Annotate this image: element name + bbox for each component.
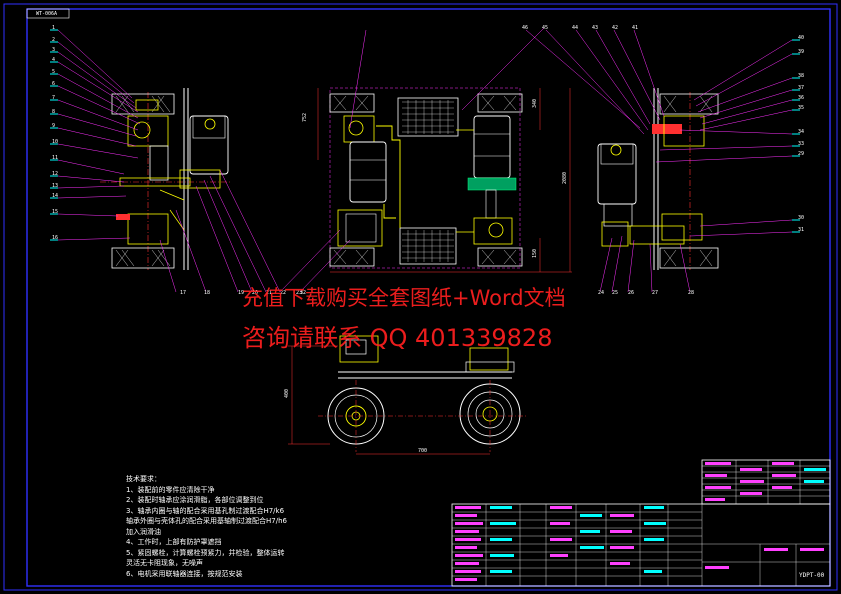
dim-top-height: 752 (302, 113, 308, 122)
balloon-number: 28 (688, 290, 694, 296)
center-plan-view (279, 27, 572, 293)
dim-bottom-width: 700 (418, 448, 427, 454)
balloon-number: 12 (52, 171, 58, 177)
balloon-number: 16 (52, 235, 58, 241)
requirement-item: 加入润滑油 (126, 527, 161, 536)
balloon-number: 29 (798, 151, 804, 157)
requirement-item: 3、轴承内圈与轴的配合采用基孔制过渡配合H7/k6 (126, 506, 285, 515)
balloon-number: 23 (296, 290, 302, 296)
technical-requirements: 技术要求： 1、装配前的零件应清除干净 2、装配时轴承应涂润滑脂，各部位调整到位… (126, 474, 287, 579)
balloon-number: 31 (798, 227, 804, 233)
balloon-number: 41 (632, 25, 638, 31)
balloon-number: 6 (52, 81, 55, 87)
balloon-number: 3 (52, 47, 55, 53)
drawing-code: YDPT-00 (799, 572, 825, 579)
balloon-number: 40 (798, 35, 804, 41)
requirement-item: 轴承外圈与壳体孔的配合采用基轴制过渡配合H7/h6 (126, 517, 287, 525)
requirement-item: 6、电机采用联轴器连接，按规范安装 (126, 569, 243, 578)
balloon-number: 9 (52, 123, 55, 129)
balloon-number: 17 (180, 290, 186, 296)
balloon-number: 32 (300, 290, 306, 296)
balloon-markers (50, 29, 800, 241)
balloon-number: 43 (592, 25, 598, 31)
balloon-number: 37 (798, 85, 804, 91)
balloon-number: 4 (52, 57, 55, 63)
balloon-number: 13 (52, 183, 58, 189)
balloon-number: 27 (652, 290, 658, 296)
balloon-number: 45 (542, 25, 548, 31)
balloon-number: 35 (798, 105, 804, 111)
balloon-number: 22 (280, 290, 286, 296)
balloon-number: 1 (52, 25, 55, 31)
balloon-number: 39 (798, 49, 804, 55)
balloon-number: 25 (612, 290, 618, 296)
balloon-number: 7 (52, 95, 55, 101)
balloon-number: 46 (522, 25, 528, 31)
outer-frame (3, 3, 838, 591)
balloon-number: 15 (52, 209, 58, 215)
balloon-number: 8 (52, 109, 55, 115)
balloon-number: 10 (52, 139, 58, 145)
technical-requirements-title: 技术要求： (126, 475, 161, 483)
sheet-tag-box (26, 8, 70, 19)
dim-right-span: 340 (532, 99, 538, 108)
balloon-number: 18 (204, 290, 210, 296)
watermark-line-2: 咨询请联系 QQ 401339828 (242, 324, 553, 352)
inner-frame (26, 8, 831, 587)
dim-mid-height: 2080 (562, 172, 568, 184)
balloon-number: 33 (798, 141, 804, 147)
front-elevation-view (288, 335, 528, 455)
balloon-number: 24 (598, 290, 604, 296)
balloon-number: 21 (266, 290, 272, 296)
balloon-number: 36 (798, 95, 804, 101)
requirement-item: 2、装配时轴承应涂润滑脂，各部位调整到位 (126, 496, 264, 504)
dim-bottom-height: 400 (284, 389, 290, 398)
balloon-number: 38 (798, 73, 804, 79)
balloon-number: 34 (798, 129, 804, 135)
balloon-number: 2 (52, 37, 55, 43)
right-side-view (525, 29, 793, 293)
watermark-line-1: 充值下载购买全套图纸+Word文档 (242, 286, 566, 310)
balloon-number: 26 (628, 290, 634, 296)
balloon-number: 19 (238, 290, 244, 296)
requirement-item: 灵活无卡阻现象，无噪声 (126, 559, 203, 567)
balloon-number: 5 (52, 69, 55, 75)
balloon-number: 11 (52, 155, 58, 161)
requirement-item: 4、工作时，上部有防护罩遮挡 (126, 538, 222, 546)
balloon-number: 14 (52, 193, 58, 199)
balloon-number: 44 (572, 25, 578, 31)
requirement-item: 5、紧固螺栓，计算螺栓预紧力，并检验，整体运转 (126, 548, 285, 557)
dimension-labels: 752 2080 340 150 400 700 (284, 99, 568, 454)
dim-right-small: 150 (532, 249, 538, 258)
title-block (451, 459, 831, 587)
sheet-tag: WT-006A (36, 11, 58, 17)
requirement-item: 1、装配前的零件应清除干净 (126, 485, 215, 494)
left-side-view (57, 29, 281, 293)
balloon-number: 42 (612, 25, 618, 31)
balloon-number: 20 (252, 290, 258, 296)
balloon-number: 30 (798, 215, 804, 221)
